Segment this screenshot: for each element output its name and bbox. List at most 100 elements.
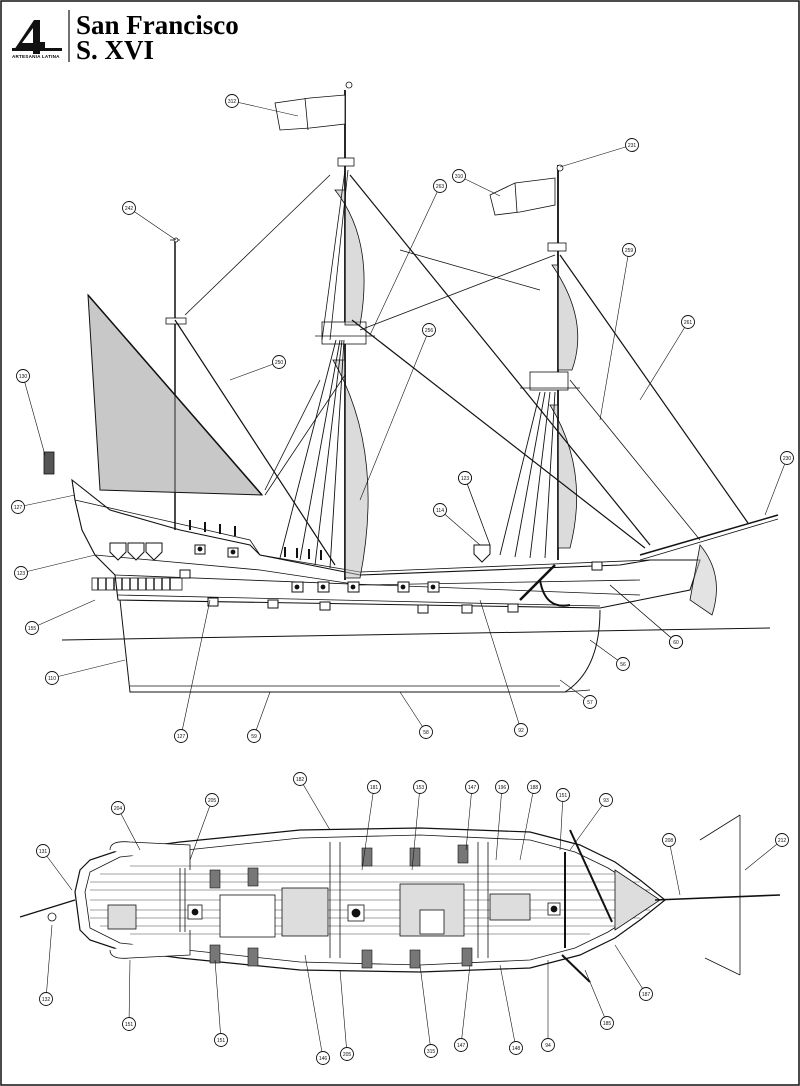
top-callout-131: 131 [36, 844, 73, 891]
callout-leader-line [231, 100, 299, 117]
callout-bubble [122, 1017, 136, 1031]
callout-leader-line [299, 778, 331, 831]
side-callout-58: 58 [399, 691, 433, 739]
callout-number: 181 [370, 785, 379, 791]
side-callout-60: 60 [609, 584, 683, 649]
callout-number: 146 [319, 1056, 328, 1062]
callout-bubble [367, 780, 381, 794]
callout-number: 230 [783, 456, 792, 462]
callout-number: 205 [208, 798, 217, 804]
callout-bubble [272, 355, 286, 369]
top-callout-146: 146 [304, 954, 330, 1065]
callout-leader-line [458, 175, 501, 197]
callout-number: 182 [296, 777, 305, 783]
callout-bubble [413, 780, 427, 794]
top-callout-151: 151 [556, 788, 570, 851]
callout-leader-line [45, 924, 53, 1000]
callout-number: 185 [603, 1021, 612, 1027]
callout-leader-line [744, 839, 783, 871]
callout-leader-line [460, 964, 471, 1046]
callout-number: 151 [217, 1038, 226, 1044]
callout-leader-line [495, 786, 503, 861]
callout-number: 250 [275, 360, 284, 366]
callout-leader-line [117, 807, 141, 851]
callout-leader-line [499, 964, 517, 1049]
callout-bubble [433, 179, 447, 193]
callout-leader-line [361, 786, 375, 871]
callout-number: 261 [684, 320, 693, 326]
callout-leader-line [559, 144, 633, 168]
callout-number: 123 [17, 571, 26, 577]
callout-bubble [433, 503, 447, 517]
callout-leader-line [419, 964, 432, 1052]
top-callout-147: 147 [465, 780, 479, 851]
callout-bubble [422, 323, 436, 337]
callout-bubble [780, 451, 794, 465]
callout-number: 153 [416, 785, 425, 791]
callout-number: 151 [125, 1022, 134, 1028]
callout-number: 242 [125, 206, 134, 212]
callout-number: 155 [28, 626, 37, 632]
side-callout-230: 230 [764, 451, 794, 516]
side-callout-130: 130 [16, 369, 46, 456]
deck-view [19, 814, 781, 983]
top-callout-181: 181 [361, 780, 381, 871]
callout-number: 147 [468, 785, 477, 791]
callout-bubble [340, 1047, 354, 1061]
callout-number: 57 [587, 700, 593, 706]
callout-leader-line [17, 494, 76, 508]
callout-leader-line [559, 794, 564, 851]
callout-bubble [458, 471, 472, 485]
callout-bubble [662, 833, 676, 847]
callout-leader-line [359, 329, 430, 501]
callout-bubble [247, 729, 261, 743]
callout-bubble [424, 1044, 438, 1058]
hull-outline [71, 478, 701, 609]
callout-number: 147 [457, 1043, 466, 1049]
callout-bubble [14, 566, 28, 580]
side-callout-263: 263 [369, 179, 447, 336]
callout-leader-line [479, 599, 522, 731]
callout-leader-line [569, 799, 607, 851]
callout-leader-line [214, 959, 222, 1041]
ship-subtitle: S. XVI [76, 35, 154, 65]
fore-grating [489, 893, 531, 921]
side-callout-57: 57 [559, 679, 597, 709]
side-callout-123: 123 [14, 554, 96, 580]
callout-bubble [452, 169, 466, 183]
callout-bubble [527, 780, 541, 794]
callout-leader-line [180, 599, 211, 737]
top-callout-151: 151 [214, 959, 228, 1047]
callout-leader-line [31, 599, 96, 629]
callout-bubble [174, 729, 188, 743]
callout-leader-line [584, 969, 608, 1024]
callout-number: 131 [39, 849, 48, 855]
side-callout-261: 261 [639, 315, 695, 401]
callout-bubble [122, 201, 136, 215]
callout-bubble [541, 1038, 555, 1052]
callout-bubble [205, 793, 219, 807]
callout-leader-line [519, 786, 535, 861]
callout-leader-line [42, 850, 73, 891]
top-callout-204: 204 [111, 801, 141, 851]
side-callout-92: 92 [479, 599, 528, 737]
callout-number: 93 [603, 798, 609, 804]
callout-bubble [681, 315, 695, 329]
top-callout-182: 182 [293, 772, 331, 831]
callout-leader-line [411, 786, 421, 871]
ship-title: San Francisco [76, 10, 239, 40]
side-callout-127: 127 [174, 599, 211, 743]
callout-bubble [225, 94, 239, 108]
callout-leader-line [51, 659, 126, 679]
callout-leader-line [189, 799, 213, 861]
callout-bubble [465, 780, 479, 794]
top-callout-208: 208 [662, 833, 681, 896]
side-callout-114: 114 [433, 503, 481, 546]
callout-leader-line [369, 185, 441, 336]
callout-leader-line [399, 691, 427, 733]
side-callout-56: 56 [589, 639, 630, 671]
callout-number: 127 [177, 734, 186, 740]
callout-bubble [622, 243, 636, 257]
side-callout-127: 127 [11, 494, 76, 514]
callout-bubble [775, 833, 789, 847]
